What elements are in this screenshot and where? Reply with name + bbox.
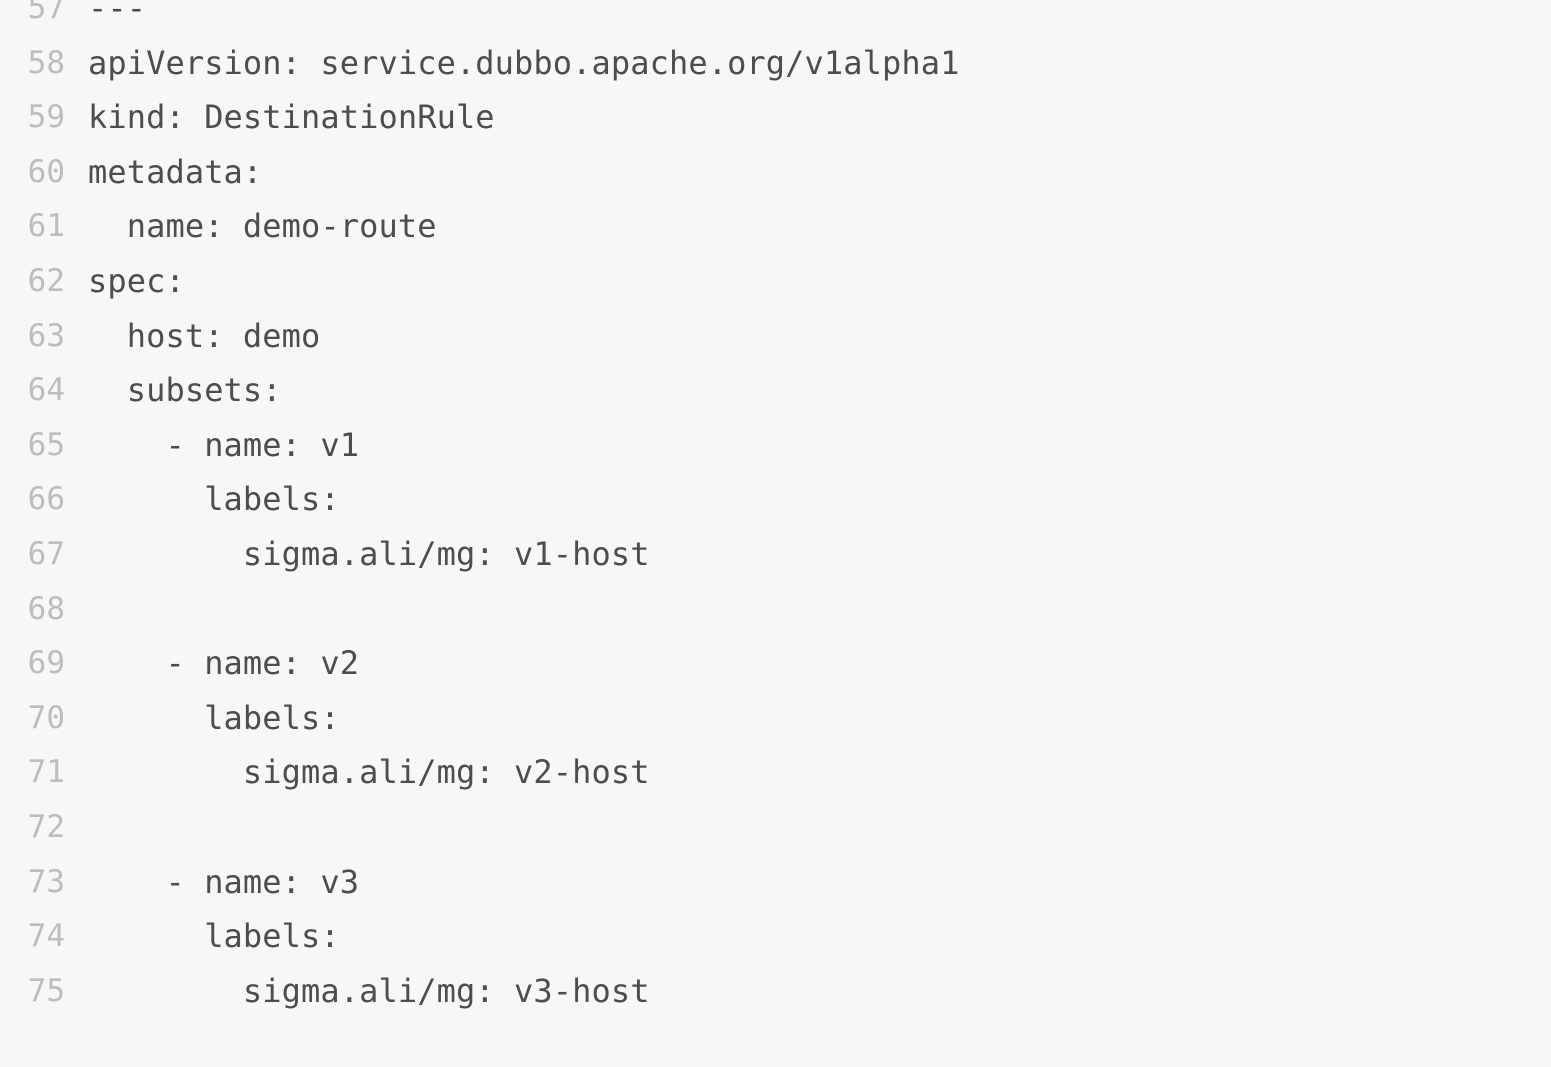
code-line-text[interactable]: labels: [88,480,340,519]
code-line-text[interactable] [88,800,1551,855]
code-line[interactable]: 60 metadata: [0,145,1551,200]
code-line-text[interactable]: host: demo [88,316,321,355]
line-number: 62 [27,262,65,299]
code-line-text[interactable]: labels: [88,698,340,737]
code-line[interactable]: 75 sigma.ali/mg: v3-host [0,964,1551,1019]
line-number: 68 [27,590,65,627]
code-line[interactable]: 67 sigma.ali/mg: v1-host [0,527,1551,582]
code-line-text[interactable]: sigma.ali/mg: v2-host [88,753,650,792]
code-line[interactable]: 62 spec: [0,254,1551,309]
code-line[interactable]: 70 labels: [0,691,1551,746]
line-number: 74 [27,918,65,955]
code-line[interactable]: 61 name: demo-route [0,199,1551,254]
code-line-text[interactable]: spec: [88,261,185,300]
line-number: 73 [27,863,65,900]
line-number: 71 [27,754,65,791]
code-line-text[interactable]: sigma.ali/mg: v1-host [88,534,650,573]
code-line[interactable]: 69 - name: v2 [0,636,1551,691]
line-number: 70 [27,699,65,736]
code-line[interactable]: 72 [0,800,1551,855]
line-number: 61 [27,208,65,245]
line-number: 75 [27,972,65,1009]
code-line[interactable]: 57 --- [0,0,1551,36]
line-number: 59 [27,99,65,136]
line-number: 64 [27,372,65,409]
code-line[interactable]: 66 labels: [0,472,1551,527]
line-number: 65 [27,426,65,463]
code-line[interactable]: 68 [0,582,1551,637]
code-line-text[interactable]: - name: v1 [88,425,360,464]
code-lines-container: 57 --- 58 apiVersion: service.dubbo.apache.… [0,0,1551,1019]
code-line-text[interactable]: metadata: [88,152,263,191]
code-line[interactable]: 65 - name: v1 [0,418,1551,473]
code-line[interactable]: 58 apiVersion: service.dubbo.apache.org/v… [0,36,1551,91]
code-line-text[interactable]: - name: v2 [88,644,360,683]
code-line-text[interactable]: subsets: [88,371,282,410]
line-number: 69 [27,645,65,682]
line-number: 58 [27,44,65,81]
line-number: 57 [27,0,65,26]
code-line[interactable]: 64 subsets: [0,363,1551,418]
code-line[interactable]: 73 - name: v3 [0,855,1551,910]
code-line-text[interactable]: labels: [88,917,340,956]
code-line[interactable]: 63 host: demo [0,309,1551,364]
code-line-text[interactable]: kind: DestinationRule [88,98,495,137]
code-line-text[interactable] [88,582,1551,637]
code-line-text[interactable]: --- [88,0,147,27]
code-line[interactable]: 59 kind: DestinationRule [0,90,1551,145]
line-number: 60 [27,153,65,190]
code-line[interactable]: 71 sigma.ali/mg: v2-host [0,745,1551,800]
line-number: 72 [27,808,65,845]
code-line-text[interactable]: name: demo-route [88,207,437,246]
code-line-text[interactable]: - name: v3 [88,862,360,901]
line-number: 67 [27,535,65,572]
code-line-text[interactable]: apiVersion: service.dubbo.apache.org/v1a… [88,43,960,82]
code-line[interactable]: 74 labels: [0,909,1551,964]
line-number: 66 [27,481,65,518]
code-line-text[interactable]: sigma.ali/mg: v3-host [88,971,650,1010]
line-number: 63 [27,317,65,354]
